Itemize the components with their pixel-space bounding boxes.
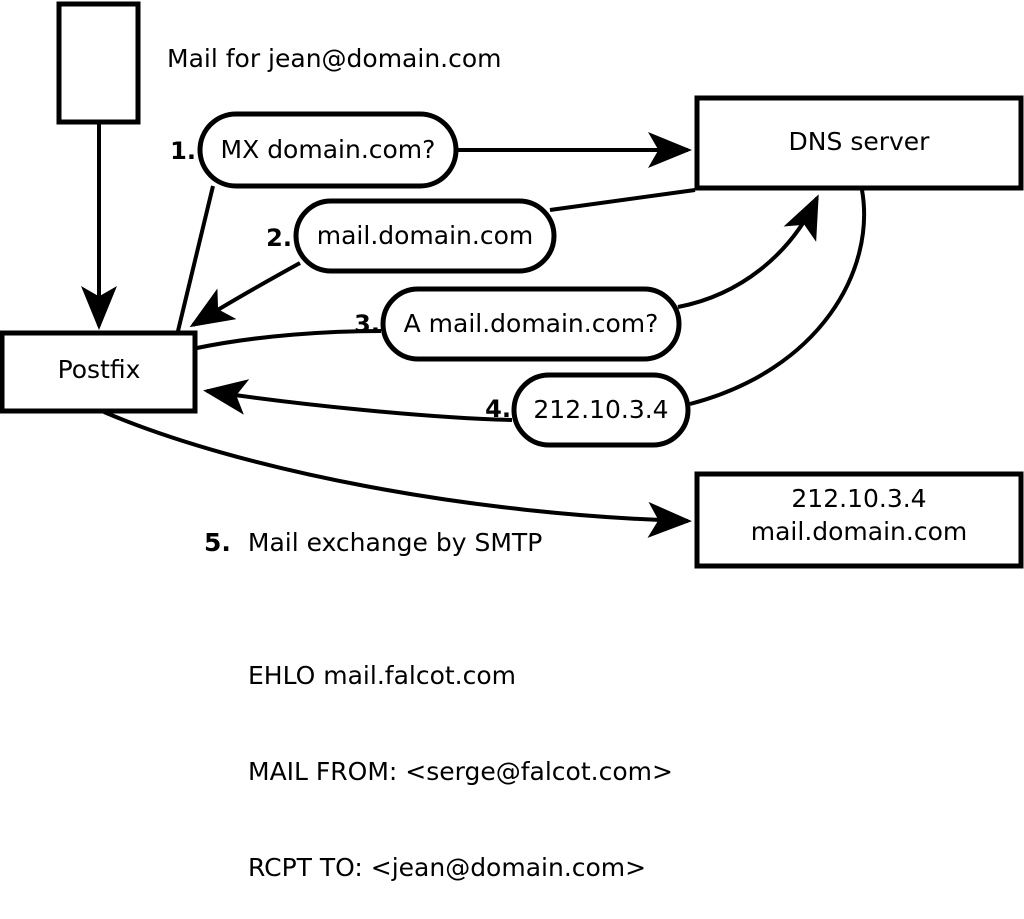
node-remote-mx-ip: 212.10.3.4 bbox=[791, 484, 926, 513]
step-5-label: Mail exchange by SMTP bbox=[247, 528, 543, 557]
bubble-step-2-label: mail.domain.com bbox=[317, 221, 533, 250]
transcript-line: MAIL FROM: <serge@falcot.com> bbox=[248, 757, 673, 786]
bubble-step-1[interactable] bbox=[197, 111, 459, 189]
node-postfix[interactable] bbox=[0, 330, 198, 414]
edge-step2-to-postfix bbox=[189, 261, 301, 328]
edge-postfix-to-step3 bbox=[196, 329, 382, 350]
step-2-number: 2. bbox=[266, 224, 292, 252]
transcript-line: RCPT TO: <jean@domain.com> bbox=[248, 853, 647, 882]
step-1-number: 1. bbox=[170, 137, 196, 165]
node-dns-server[interactable] bbox=[694, 95, 1024, 191]
edge-dns-to-step4 bbox=[689, 189, 867, 406]
bubble-step-2[interactable] bbox=[293, 198, 557, 274]
bubble-step-4-label: 212.10.3.4 bbox=[533, 395, 668, 424]
edge-dns-to-step2 bbox=[549, 188, 696, 212]
transcript-line: EHLO mail.falcot.com bbox=[248, 661, 517, 690]
node-remote-mx-host: mail.domain.com bbox=[751, 517, 967, 546]
edge-step4-to-postfix bbox=[203, 379, 513, 422]
bubble-step-3[interactable] bbox=[380, 286, 682, 362]
node-postfix-label: Postfix bbox=[58, 355, 141, 384]
edge-step3-to-dns bbox=[677, 194, 819, 309]
bubble-step-4[interactable] bbox=[511, 372, 691, 448]
node-dns-server-label: DNS server bbox=[789, 127, 931, 156]
smtp-transcript: EHLO mail.falcot.com MAIL FROM: <serge@f… bbox=[248, 596, 673, 919]
edge-postfix-to-step1 bbox=[176, 185, 215, 332]
node-mail-client[interactable] bbox=[56, 1, 141, 125]
edge-postfix-to-remote-mx bbox=[103, 410, 692, 538]
header-caption: Mail for jean@domain.com bbox=[167, 44, 502, 73]
step-5-number: 5. bbox=[204, 528, 231, 557]
node-remote-mx[interactable] bbox=[694, 471, 1024, 569]
step-3-number: 3. bbox=[354, 310, 380, 338]
step-5-row: 5. Mail exchange by SMTP bbox=[204, 528, 542, 557]
step-4-number: 4. bbox=[485, 395, 511, 423]
bubble-step-3-label: A mail.domain.com? bbox=[404, 309, 659, 338]
bubble-step-1-label: MX domain.com? bbox=[221, 135, 436, 164]
